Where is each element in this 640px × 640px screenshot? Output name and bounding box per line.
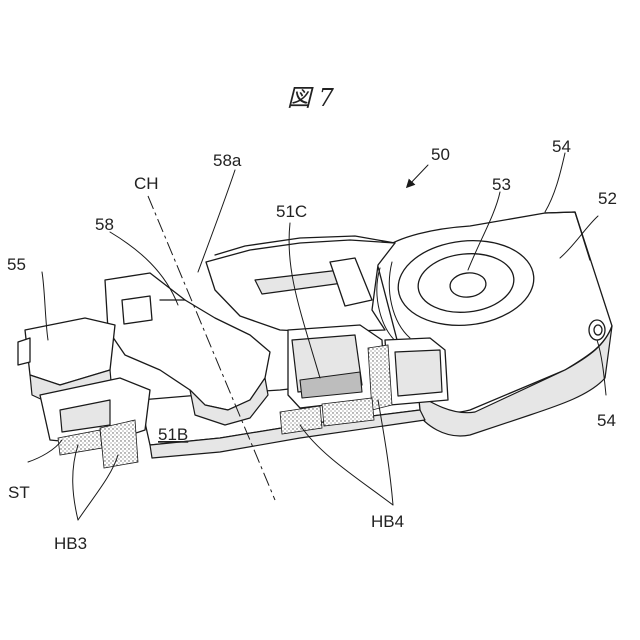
- label-58a: 58a: [213, 151, 242, 170]
- label-58: 58: [95, 215, 114, 234]
- figure-title: 図 7: [287, 84, 335, 112]
- label-hb3: HB3: [54, 534, 87, 553]
- label-51c: 51C: [276, 202, 307, 221]
- arrow-50: [408, 165, 428, 186]
- label-hb4: HB4: [371, 512, 404, 531]
- label-53: 53: [492, 175, 511, 194]
- label-50: 50: [431, 145, 450, 164]
- label-54-bottom: 54: [597, 411, 616, 430]
- label-52: 52: [598, 189, 617, 208]
- band-hb3-b: [100, 420, 138, 468]
- label-51b: 51B: [158, 425, 188, 444]
- label-55: 55: [7, 255, 26, 274]
- label-54-top: 54: [552, 137, 571, 156]
- label-ch: CH: [134, 174, 159, 193]
- label-st: ST: [8, 483, 30, 502]
